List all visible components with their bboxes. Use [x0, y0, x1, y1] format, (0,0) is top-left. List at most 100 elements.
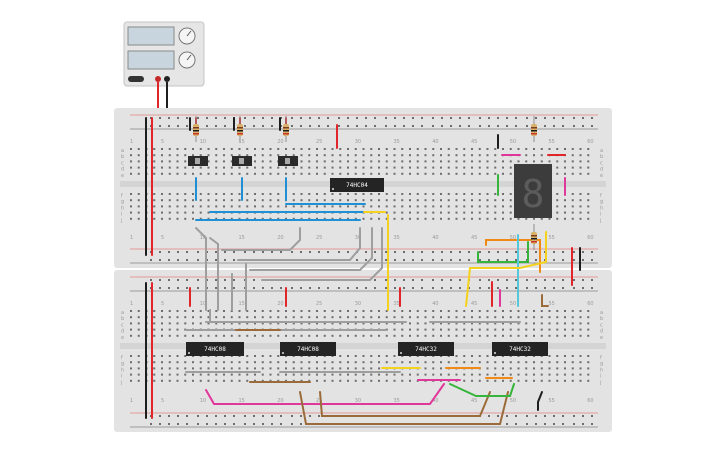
column-number: 10: [200, 398, 206, 404]
row-letter: c: [600, 160, 603, 166]
column-number: 25: [316, 301, 322, 307]
column-number: 30: [355, 235, 361, 241]
row-letter: d: [600, 167, 603, 173]
column-number: 5: [161, 398, 164, 404]
voltage-display: [127, 26, 175, 46]
orange-jumper-wire[interactable]: [485, 239, 541, 273]
column-number: 40: [432, 139, 438, 145]
row-letter: f: [121, 355, 123, 361]
column-number: 1: [130, 235, 133, 241]
row-letter: i: [600, 374, 601, 380]
resistor[interactable]: [237, 116, 243, 142]
ic-chip-and1[interactable]: 74HC08: [186, 342, 244, 356]
chip-label: 74HC32: [415, 346, 437, 353]
column-number: 60: [587, 301, 593, 307]
resistor[interactable]: [531, 224, 537, 250]
green-jumper-wire[interactable]: [477, 241, 529, 263]
column-number: 5: [161, 235, 164, 241]
ic-chip-or1[interactable]: 74HC32: [398, 342, 454, 356]
brown-jumper-wire[interactable]: [541, 294, 549, 307]
row-letter: d: [600, 329, 603, 335]
row-letter: i: [121, 374, 122, 380]
row-letter: b: [121, 316, 124, 322]
gray-jumper-wire[interactable]: [221, 227, 301, 251]
row-letter: h: [600, 367, 603, 373]
column-number: 40: [432, 235, 438, 241]
row-letter: i: [121, 212, 122, 218]
resistor[interactable]: [531, 116, 537, 142]
gray-jumper-wire[interactable]: [237, 227, 361, 261]
column-number: 30: [355, 139, 361, 145]
yellow-jumper-wire[interactable]: [465, 231, 547, 307]
brown-jumper-wire[interactable]: [299, 391, 509, 425]
seven-segment-digit: 8: [522, 172, 545, 216]
column-number: 25: [316, 398, 322, 404]
chip-label: 74HC32: [509, 346, 531, 353]
column-number: 60: [587, 139, 593, 145]
brown-jumper-wire[interactable]: [319, 391, 491, 417]
gray-jumper-wire[interactable]: [195, 227, 207, 311]
row-letter: e: [121, 173, 124, 179]
column-number: 50: [510, 235, 516, 241]
column-number: 1: [130, 301, 133, 307]
resistor[interactable]: [283, 116, 289, 142]
column-number: 10: [200, 139, 206, 145]
column-number: 10: [200, 235, 206, 241]
column-number: 35: [394, 398, 400, 404]
column-number: 25: [316, 139, 322, 145]
row-letter: d: [121, 167, 124, 173]
column-number: 55: [549, 398, 555, 404]
column-number: 45: [471, 139, 477, 145]
ic-chip-or2[interactable]: 74HC32: [492, 342, 548, 356]
ic-chip-and2[interactable]: 74HC08: [280, 342, 336, 356]
switch-b[interactable]: [232, 156, 252, 166]
row-letter: b: [600, 316, 603, 322]
column-number: 40: [432, 398, 438, 404]
switch-c[interactable]: [278, 156, 298, 166]
row-letter: f: [600, 193, 602, 199]
lower-breadboard[interactable]: 1155101015152020252530303535404045455050…: [114, 270, 612, 432]
row-letter: j: [599, 218, 601, 224]
row-letter: h: [121, 205, 124, 211]
column-number: 20: [277, 301, 283, 307]
column-number: 1: [130, 139, 133, 145]
row-letter: i: [600, 212, 601, 218]
positive-terminal-icon: [155, 76, 161, 82]
power-switch-icon: [128, 76, 144, 82]
row-letter: c: [600, 322, 603, 328]
column-number: 20: [277, 235, 283, 241]
row-letter: e: [600, 335, 603, 341]
column-number: 55: [549, 235, 555, 241]
row-letter: g: [121, 361, 124, 367]
gray-jumper-wire[interactable]: [261, 227, 383, 281]
row-letter: b: [600, 154, 603, 160]
column-number: 55: [549, 139, 555, 145]
gray-jumper-wire[interactable]: [249, 227, 373, 271]
column-number: 50: [510, 301, 516, 307]
column-number: 15: [239, 235, 245, 241]
column-number: 30: [355, 301, 361, 307]
column-number: 1: [130, 398, 133, 404]
seven-segment-display[interactable]: 8: [514, 164, 552, 218]
green-jumper-wire[interactable]: [449, 383, 515, 397]
row-letter: a: [121, 310, 124, 316]
row-letter: g: [600, 199, 603, 205]
ic-chip-inv[interactable]: 74HC04: [330, 178, 384, 192]
current-display: [127, 50, 175, 70]
row-letter: c: [121, 322, 124, 328]
resistor[interactable]: [193, 116, 199, 142]
switch-a[interactable]: [188, 156, 208, 166]
gray-jumper-wire[interactable]: [209, 237, 219, 311]
column-number: 35: [394, 139, 400, 145]
column-number: 45: [471, 301, 477, 307]
column-number: 50: [510, 398, 516, 404]
black-jumper-wire[interactable]: [537, 391, 543, 411]
power-supply[interactable]: [123, 21, 205, 87]
row-letter: h: [600, 205, 603, 211]
row-letter: c: [121, 160, 124, 166]
row-letter: b: [121, 154, 124, 160]
column-number: 55: [549, 301, 555, 307]
row-letter: e: [600, 173, 603, 179]
row-letter: a: [600, 148, 603, 154]
